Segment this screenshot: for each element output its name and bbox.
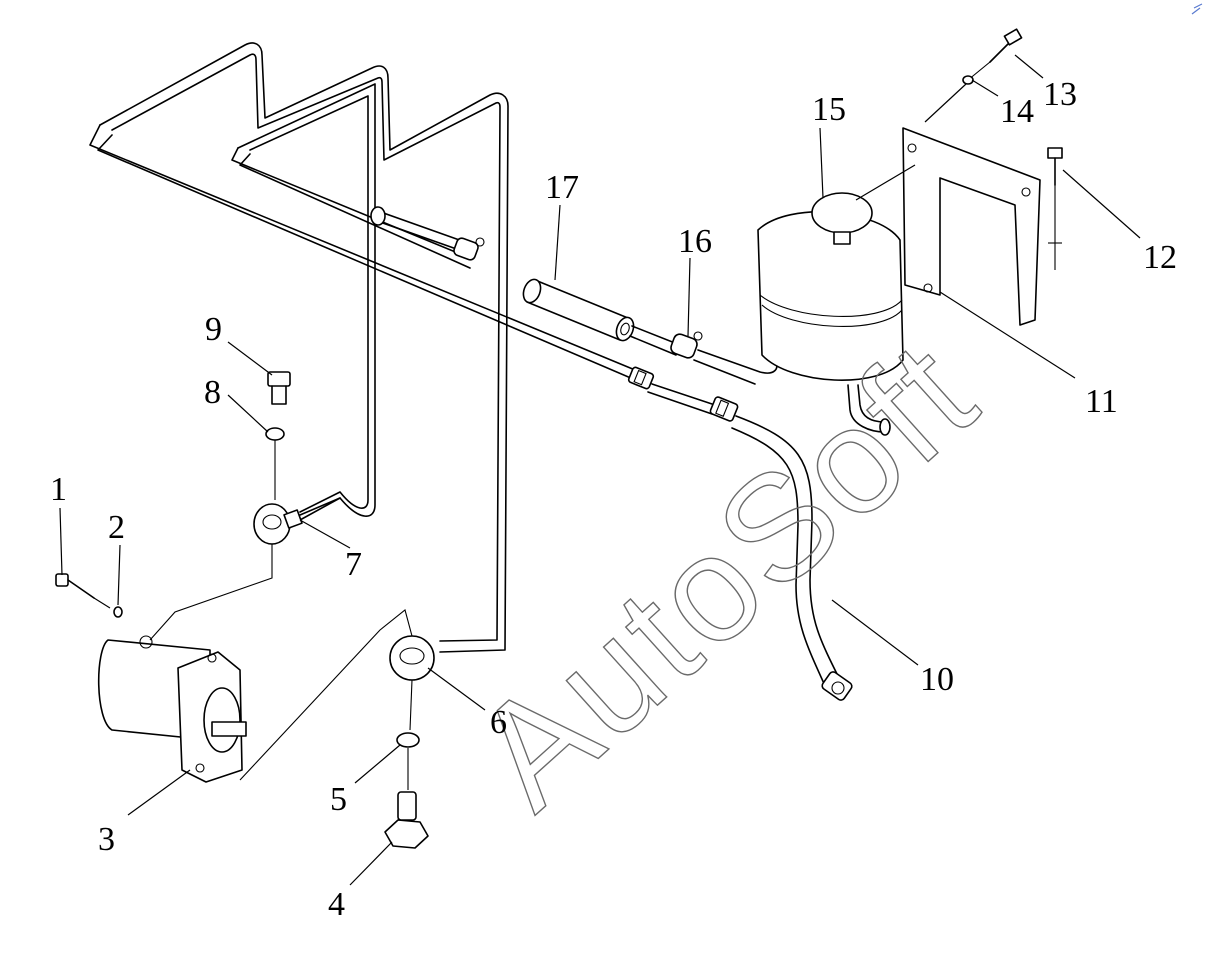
corner-mark: [1191, 3, 1203, 15]
pipe-assembly: [89, 42, 641, 653]
hose-clamp-16: [670, 331, 703, 359]
callout-12: 12: [1143, 239, 1177, 276]
watermark-text: AutoSoft: [444, 308, 1008, 839]
callout-17: 17: [545, 169, 579, 206]
bolt-9: [267, 371, 291, 405]
callout-11: 11: [1085, 383, 1118, 420]
bracket-11: [902, 127, 1041, 326]
callout-8: 8: [204, 374, 221, 411]
callout-7: 7: [345, 546, 362, 583]
banjo-fitting-6: [389, 635, 435, 681]
callout-5: 5: [330, 781, 347, 818]
callout-16: 16: [678, 223, 712, 260]
callout-9: 9: [205, 311, 222, 348]
bolt-13: [967, 28, 1023, 81]
pipe-fitting-lower: [709, 396, 739, 422]
bolt-4: [384, 791, 429, 849]
expansion-tank-15: [757, 192, 904, 381]
leader-lines: [59, 54, 1141, 886]
callout-2: 2: [108, 509, 125, 546]
callout-4: 4: [328, 886, 345, 923]
banjo-fitting-7: [253, 503, 303, 545]
washer-8: [265, 427, 285, 441]
hose-clamp-left: [453, 237, 485, 261]
callout-1: 1: [50, 471, 67, 508]
washer-14: [962, 75, 974, 85]
bolt-1: [55, 573, 95, 599]
pipe-stub: [370, 206, 386, 226]
callout-3: 3: [98, 821, 115, 858]
hose-10: [731, 415, 853, 701]
bolt-12: [1047, 147, 1063, 270]
callout-15: 15: [812, 91, 846, 128]
hose-17: [522, 278, 635, 342]
callout-13: 13: [1043, 76, 1077, 113]
washer-5: [396, 732, 420, 748]
callout-14: 14: [1000, 93, 1034, 130]
callout-10: 10: [920, 661, 954, 698]
pipe-fitting-upper: [627, 366, 655, 390]
callout-6: 6: [490, 704, 507, 741]
pump-3: [97, 635, 247, 783]
washer-2: [113, 606, 123, 618]
